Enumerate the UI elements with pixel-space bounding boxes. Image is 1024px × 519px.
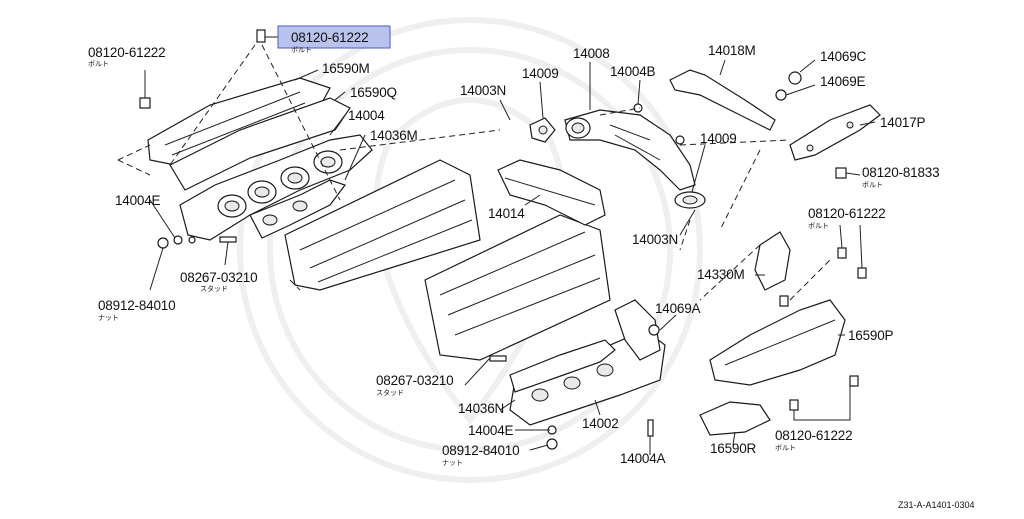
- label-nut-jp-2: ナット: [442, 459, 463, 467]
- exhaust-manifold-right-14002[interactable]: [509, 299, 666, 426]
- leader-lines: [144, 36, 876, 455]
- exhaust-pipe-14008[interactable]: [564, 109, 696, 191]
- label-14003N-top[interactable]: 14003N: [460, 83, 506, 98]
- label-bolt-jp-5: ボルト: [775, 444, 796, 452]
- gasket-14009-top[interactable]: [529, 117, 556, 143]
- label-bolt-top-highlight[interactable]: 08120-61222: [291, 30, 369, 45]
- label-14009-right[interactable]: 14009: [700, 131, 737, 146]
- label-14036N[interactable]: 14036N: [458, 401, 504, 416]
- label-14017P[interactable]: 14017P: [880, 115, 926, 130]
- label-bolt-top-left[interactable]: 08120-61222: [88, 45, 166, 60]
- grommet-14069A[interactable]: [648, 324, 660, 336]
- label-14008[interactable]: 14008: [573, 46, 610, 61]
- label-14069A[interactable]: 14069A: [655, 301, 701, 316]
- bolt-top-highlight[interactable]: [256, 29, 266, 43]
- label-bolt-right-mid[interactable]: 08120-61222: [808, 206, 886, 221]
- grommet-14069C[interactable]: [788, 71, 802, 85]
- bolt-right[interactable]: [835, 167, 847, 179]
- heat-shield-16590R[interactable]: [699, 401, 771, 436]
- stud-bottom[interactable]: [489, 355, 507, 362]
- label-14014[interactable]: 14014: [488, 206, 525, 221]
- cylinder-head-left: [284, 159, 481, 291]
- label-bolt-bottom-right[interactable]: 08120-61222: [775, 428, 853, 443]
- label-stud-jp-2: スタッド: [376, 388, 404, 397]
- heat-shield-16590P[interactable]: [709, 299, 846, 386]
- highlighted-part-box[interactable]: [277, 25, 391, 49]
- nut-bottom[interactable]: [546, 438, 558, 450]
- label-14009-top[interactable]: 14009: [522, 66, 559, 81]
- nut-14004B[interactable]: [633, 103, 685, 145]
- heat-shield-14330M[interactable]: [754, 231, 791, 291]
- label-14004[interactable]: 14004: [348, 108, 385, 123]
- label-14002[interactable]: 14002: [582, 416, 619, 431]
- label-bolt-jp-2: ボルト: [88, 60, 109, 68]
- label-nut-left[interactable]: 08912-84010: [98, 298, 176, 313]
- label-stud-jp-1: スタッド: [200, 284, 228, 293]
- label-14004E-left[interactable]: 14004E: [115, 193, 161, 208]
- label-bolt-jp-3: ボルト: [862, 181, 883, 189]
- label-bolt-right[interactable]: 08120-81833: [862, 165, 940, 180]
- label-16590R[interactable]: 16590R: [710, 441, 757, 456]
- diagram-code: Z31-A-A1401-0304: [898, 500, 975, 510]
- label-stud-bottom[interactable]: 08267-03210: [376, 373, 454, 388]
- label-14018M[interactable]: 14018M: [708, 43, 756, 58]
- grommet-14069E[interactable]: [775, 89, 787, 101]
- gasket-14036N[interactable]: [509, 339, 616, 393]
- bolts-right-mid[interactable]: [779, 247, 867, 307]
- assembly-dashed-lines: [117, 44, 831, 301]
- exhaust-manifold-left-14004[interactable]: [179, 134, 373, 241]
- label-bolt-jp-4: ボルト: [808, 222, 829, 230]
- gasket-14009-right[interactable]: [674, 191, 706, 209]
- stud-left[interactable]: [219, 236, 237, 243]
- washer-14004E-left[interactable]: [173, 235, 196, 245]
- label-14330M[interactable]: 14330M: [697, 267, 745, 282]
- cylinder-head-center: [424, 214, 611, 361]
- front-pipe-14014[interactable]: [497, 159, 606, 226]
- bracket-14018M[interactable]: [669, 69, 776, 131]
- label-stud-left[interactable]: 08267-03210: [180, 270, 258, 285]
- stud-14004A[interactable]: [647, 419, 654, 437]
- label-16590M[interactable]: 16590M: [322, 61, 370, 76]
- label-16590Q[interactable]: 16590Q: [350, 85, 397, 100]
- label-nut-jp-1: ナット: [98, 314, 119, 322]
- label-14003N-right[interactable]: 14003N: [632, 232, 678, 247]
- bolt-top-left[interactable]: [139, 97, 151, 109]
- label-14004A[interactable]: 14004A: [620, 451, 666, 466]
- nut-left[interactable]: [157, 237, 169, 249]
- gasket-14036M[interactable]: [249, 179, 346, 239]
- bracket-14017P[interactable]: [789, 104, 881, 161]
- label-14069E[interactable]: 14069E: [820, 74, 866, 89]
- label-14069C[interactable]: 14069C: [820, 49, 867, 64]
- label-16590P[interactable]: 16590P: [848, 328, 894, 343]
- label-14004E-bottom[interactable]: 14004E: [468, 423, 514, 438]
- label-nut-bottom[interactable]: 08912-84010: [442, 443, 520, 458]
- bolts-bottom-right[interactable]: [789, 375, 859, 411]
- part-labels: 08120-61222 ボルト 08120-61222 ボルト 16590M 1…: [88, 25, 975, 510]
- label-14036M[interactable]: 14036M: [370, 128, 418, 143]
- label-14004B[interactable]: 14004B: [610, 64, 656, 79]
- label-bolt-jp-1: ボルト: [291, 46, 312, 54]
